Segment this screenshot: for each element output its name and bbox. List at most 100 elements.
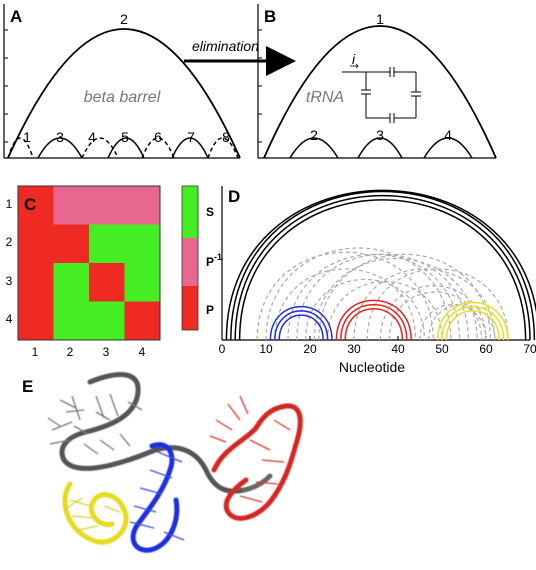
matrix-cell xyxy=(18,301,54,341)
panel-d-arcs xyxy=(225,189,536,341)
panel-a-arc-7 xyxy=(171,137,209,159)
arc-link xyxy=(445,310,500,341)
arc-link xyxy=(388,291,483,341)
arc-link xyxy=(238,199,527,341)
arc-link xyxy=(305,279,425,341)
legend-label-p-inverse: P-1 xyxy=(206,252,222,269)
panel-a-label: beta barrel xyxy=(84,89,161,106)
arc-link xyxy=(256,251,434,341)
matrix-row-label: 3 xyxy=(6,274,13,288)
panel-a-arc-3 xyxy=(37,137,83,159)
x-tick-label: 40 xyxy=(391,342,405,356)
panel-d-letter: D xyxy=(228,187,240,206)
panel-a-arc-label: 3 xyxy=(56,129,64,145)
panel-a-arc-1 xyxy=(7,137,34,159)
circuit-current-label: i xyxy=(352,51,356,67)
panel-a-arc-label: 6 xyxy=(154,129,162,145)
panel-b-arc-2 xyxy=(289,137,339,159)
matrix-cell xyxy=(53,263,90,302)
matrix-row-label: 2 xyxy=(6,235,13,249)
panel-a-ticks xyxy=(4,29,8,143)
matrix-row-label: 4 xyxy=(6,312,13,326)
matrix-cell xyxy=(53,186,90,225)
panel-a-letter: A xyxy=(10,7,22,26)
gray-bases xyxy=(47,393,143,455)
panel-a-arc-label: 7 xyxy=(187,129,195,145)
arc-link xyxy=(278,314,324,341)
yellow-bases xyxy=(63,497,121,531)
red-bases xyxy=(209,395,291,503)
panel-b-arc-3 xyxy=(357,137,403,159)
panel-b-arc-label: 3 xyxy=(376,127,384,143)
arc-link xyxy=(274,268,417,341)
panel-c-letter: C xyxy=(24,195,36,214)
panel-b-outer-arc-label: 1 xyxy=(376,11,384,27)
panel-a-arc-8 xyxy=(207,137,239,159)
panel-a-arc-6 xyxy=(141,137,175,159)
gray-backbone-link xyxy=(241,473,273,493)
matrix-cell xyxy=(124,224,161,264)
x-tick-label: 0 xyxy=(219,342,226,356)
panel-b-letter: B xyxy=(264,7,276,26)
panel-b-ticks xyxy=(258,29,262,143)
panel-a-arc-label: 1 xyxy=(23,129,31,145)
arc-link xyxy=(269,306,333,341)
matrix-cell xyxy=(124,301,161,341)
panel-b-arc-label: 2 xyxy=(310,127,318,143)
matrix-col-label: 4 xyxy=(139,345,146,359)
panel-a-outer-arc-label: 2 xyxy=(120,11,128,27)
panel-c-matrix-frame xyxy=(17,185,161,341)
matrix-col-label: 1 xyxy=(32,345,39,359)
arc-link xyxy=(274,310,329,341)
matrix-cell xyxy=(89,186,125,225)
arc-link xyxy=(419,304,487,341)
rna-3d-structure-image xyxy=(47,372,303,553)
panel-a-arc-4 xyxy=(81,137,119,159)
arc-link xyxy=(366,268,509,341)
panel-a-outer-arc xyxy=(7,28,241,159)
matrix-cell xyxy=(53,301,90,341)
arc-link xyxy=(428,304,496,341)
arc-link xyxy=(327,281,443,341)
matrix-cell xyxy=(89,224,125,264)
panel-b-arc-label: 4 xyxy=(444,127,452,143)
panel-a-arc-5 xyxy=(107,137,145,159)
arc-link xyxy=(318,253,491,341)
elimination-label: elimination xyxy=(192,38,259,54)
panel-c: C 1 2 3 4 1 2 3 4 S P-1 P xyxy=(6,185,222,359)
arc-link xyxy=(225,189,536,341)
arc-link xyxy=(344,308,404,341)
panel-b-label: tRNA xyxy=(306,89,344,106)
arc-link xyxy=(265,247,452,341)
x-tick-label: 70 xyxy=(523,342,536,356)
x-tick-label: 10 xyxy=(259,342,273,356)
x-tick-label: 20 xyxy=(303,342,317,356)
arc-link xyxy=(230,190,536,341)
arc-link xyxy=(441,306,505,341)
red-helix xyxy=(211,403,303,521)
matrix-row-label: 1 xyxy=(6,197,13,211)
legend-label-p: P xyxy=(206,303,214,317)
matrix-col-label: 2 xyxy=(67,345,74,359)
circuit-diagram-icon xyxy=(342,63,421,123)
panel-a-arc-label: 8 xyxy=(222,129,230,145)
gray-backbone xyxy=(59,372,247,494)
arc-link xyxy=(436,301,509,341)
yellow-helix xyxy=(62,481,129,545)
legend-swatch-p-inverse xyxy=(182,238,198,286)
x-tick-label: 50 xyxy=(435,342,449,356)
panel-e-letter: E xyxy=(22,377,33,396)
legend-swatch-p xyxy=(182,286,198,330)
panel-b-arc-4 xyxy=(423,137,473,159)
arc-link xyxy=(379,285,487,341)
legend-swatch-s xyxy=(182,186,198,238)
legend-label-s: S xyxy=(206,205,214,219)
matrix-cell xyxy=(89,301,125,341)
blue-bases xyxy=(129,451,185,541)
matrix-cell xyxy=(124,263,161,302)
x-tick-label: 60 xyxy=(479,342,493,356)
arc-link xyxy=(335,299,412,341)
legend-frame xyxy=(181,185,199,331)
